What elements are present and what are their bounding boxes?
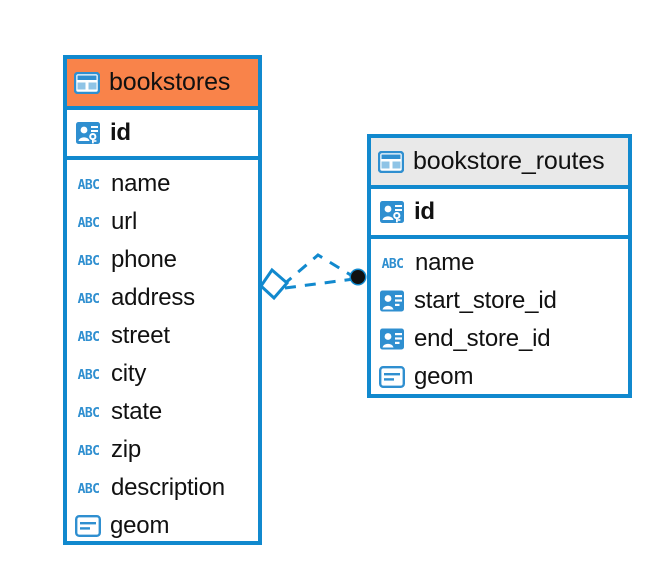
- primary-key-icon: [75, 120, 101, 146]
- field-label: phone: [111, 246, 177, 273]
- field-row-city[interactable]: ABC city: [67, 355, 258, 393]
- relationship-line-lower: [284, 277, 355, 290]
- table-icon: [378, 150, 404, 173]
- filled-circle-marker: [349, 268, 367, 286]
- field-row-url[interactable]: ABC url: [67, 203, 258, 241]
- entity-header-bookstores[interactable]: bookstores: [67, 59, 258, 110]
- entity-header-bookstore-routes[interactable]: bookstore_routes: [371, 138, 628, 189]
- table-icon: [74, 71, 100, 94]
- field-label: end_store_id: [414, 325, 551, 352]
- primary-key-section: id: [371, 189, 628, 239]
- field-label: state: [111, 398, 163, 425]
- field-row-street[interactable]: ABC street: [67, 317, 258, 355]
- attribute-section: ABC name start_store_id: [371, 239, 628, 396]
- field-label: geom: [414, 363, 474, 390]
- attribute-section: ABC name ABC url ABC phone ABC address A…: [67, 160, 258, 545]
- field-label: url: [111, 208, 138, 235]
- foreign-key-icon: [379, 327, 405, 351]
- field-row-phone[interactable]: ABC phone: [67, 241, 258, 279]
- field-row-name[interactable]: ABC name: [371, 244, 628, 282]
- field-row-state[interactable]: ABC state: [67, 393, 258, 431]
- text-type-icon: ABC: [77, 443, 100, 459]
- text-type-icon: ABC: [77, 329, 100, 345]
- relationship-line-upper: [282, 253, 355, 287]
- field-row-zip[interactable]: ABC zip: [67, 431, 258, 469]
- geometry-type-icon: [75, 515, 101, 537]
- geometry-type-icon: [379, 366, 405, 388]
- field-label: address: [111, 284, 195, 311]
- field-label: city: [111, 360, 147, 387]
- field-row-description[interactable]: ABC description: [67, 469, 258, 507]
- field-row-id[interactable]: id: [67, 110, 258, 156]
- primary-key-icon: [379, 199, 405, 225]
- field-row-start-store-id[interactable]: start_store_id: [371, 282, 628, 320]
- field-label: name: [415, 249, 475, 276]
- text-type-icon: ABC: [77, 253, 100, 269]
- field-label: street: [111, 322, 170, 349]
- field-row-address[interactable]: ABC address: [67, 279, 258, 317]
- field-label: start_store_id: [414, 287, 557, 314]
- field-label: name: [111, 170, 171, 197]
- field-row-id[interactable]: id: [371, 189, 628, 235]
- field-row-end-store-id[interactable]: end_store_id: [371, 320, 628, 358]
- diamond-marker: [259, 267, 290, 301]
- field-label: id: [110, 119, 131, 146]
- field-label: description: [111, 474, 225, 501]
- text-type-icon: ABC: [77, 367, 100, 383]
- primary-key-section: id: [67, 110, 258, 160]
- field-row-geom[interactable]: geom: [371, 358, 628, 396]
- entity-bookstores[interactable]: bookstores id: [63, 55, 262, 545]
- text-type-icon: ABC: [77, 481, 100, 497]
- field-row-geom[interactable]: geom: [67, 507, 258, 545]
- text-type-icon: ABC: [77, 405, 100, 421]
- entity-bookstore-routes[interactable]: bookstore_routes id: [367, 134, 632, 398]
- text-type-icon: ABC: [77, 291, 100, 307]
- text-type-icon: ABC: [77, 177, 100, 193]
- field-label: id: [414, 198, 435, 225]
- entity-title: bookstore_routes: [413, 147, 605, 175]
- text-type-icon: ABC: [77, 215, 100, 231]
- field-label: zip: [111, 436, 142, 463]
- field-row-name[interactable]: ABC name: [67, 165, 258, 203]
- foreign-key-icon: [379, 289, 405, 313]
- field-label: geom: [110, 512, 170, 539]
- entity-title: bookstores: [109, 68, 231, 96]
- text-type-icon: ABC: [381, 256, 404, 272]
